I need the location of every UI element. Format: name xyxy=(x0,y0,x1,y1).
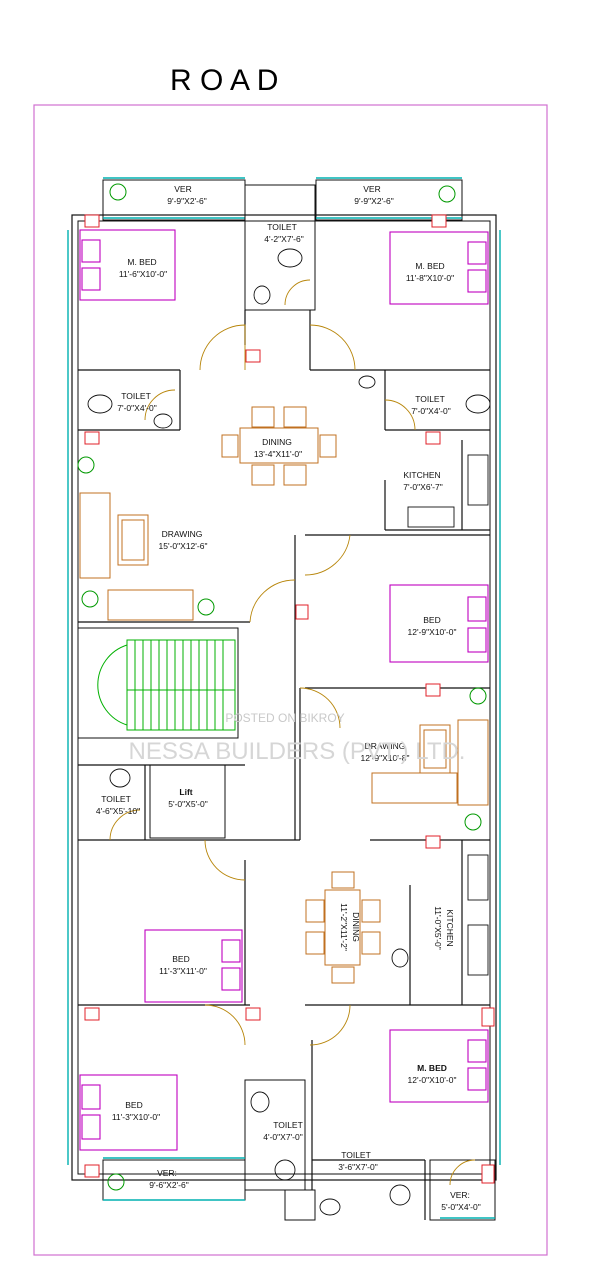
toilet-right-1-name: TOILET xyxy=(415,394,445,404)
drawing-left-size: 15'-0"X12'-6" xyxy=(159,541,208,551)
living-furniture xyxy=(79,492,489,806)
ver-top-left-name: VER xyxy=(174,184,191,194)
top-verandas xyxy=(102,177,463,221)
bed-left-mid-name: BED xyxy=(172,954,189,964)
ver-bottom-right-name: VER: xyxy=(450,1190,470,1200)
kitchen-top-size: 7'-0"X6'-7" xyxy=(403,482,443,492)
lift-name: Lift xyxy=(179,787,192,797)
kitchen-bottom-size: 11'-0"X5'-0" xyxy=(433,906,443,950)
lift-size: 5'-0"X5'-0" xyxy=(168,799,208,809)
bed-right-mid-name: BED xyxy=(423,615,440,625)
mbed-top-right-size: 11'-8"X10'-0" xyxy=(406,273,454,283)
watermark-posted: POSTED ON BIKROY xyxy=(225,711,344,725)
bed-bottom-left-size: 11'-3"X10'-0" xyxy=(112,1112,160,1122)
kitchen-top-name: KITCHEN xyxy=(403,470,440,480)
ver-top-right-name: VER xyxy=(363,184,380,194)
bed-bottom-left-name: BED xyxy=(125,1100,142,1110)
kitchen-bottom-name: KITCHEN xyxy=(445,909,455,946)
toilet-bottom-center-name: TOILET xyxy=(273,1120,303,1130)
toilet-left-2-size: 4'-6"X5'-10" xyxy=(96,806,140,816)
room-labels: VER 9'-9"X2'-6" VER 9'-9"X2'-6" TOILET 4… xyxy=(96,184,481,1212)
toilet-bottom-right-name: TOILET xyxy=(341,1150,371,1160)
watermark-company: NESSA BUILDERS (PVT.) LTD. xyxy=(129,738,466,765)
dining-top-size: 13'-4"X11'-0" xyxy=(254,449,302,459)
dining-top-name: DINING xyxy=(262,437,292,447)
mbed-bottom-right-name: M. BED xyxy=(417,1063,447,1073)
beds xyxy=(79,229,489,1151)
toilet-bottom-center-size: 4'-0"X7'-0" xyxy=(263,1132,303,1142)
drawing-right-size: 12'-9"X10'-8" xyxy=(361,753,410,763)
toilet-left-1-size: 7'-0"X4'-0" xyxy=(117,403,157,413)
ver-bottom-right-size: 5'-0"X4'-0" xyxy=(441,1202,481,1212)
toilet-left-1-name: TOILET xyxy=(121,391,151,401)
plot-boundary xyxy=(33,104,548,1256)
ver-top-left-size: 9'-9"X2'-6" xyxy=(167,196,207,206)
outer-walls xyxy=(67,214,501,1181)
toilet-top-center-name: TOILET xyxy=(267,222,297,232)
bed-right-mid-size: 12'-9"X10'-0" xyxy=(408,627,457,637)
bed-left-mid-size: 11'-3"X11'-0" xyxy=(159,966,207,976)
drawing-left-name: DRAWING xyxy=(162,529,203,539)
dining-bottom-name: DINING xyxy=(351,912,361,942)
door-swings xyxy=(109,279,476,1186)
mbed-top-left-name: M. BED xyxy=(127,257,156,267)
plants xyxy=(77,183,487,1191)
plumbing-fixtures xyxy=(87,248,491,1216)
mbed-top-left-size: 11'-6"X10'-0" xyxy=(119,269,167,279)
toilet-right-1-size: 7'-0"X4'-0" xyxy=(411,406,451,416)
toilet-left-2-name: TOILET xyxy=(101,794,131,804)
interior-walls xyxy=(77,184,496,1221)
road-label: R O A D xyxy=(170,64,278,97)
staircase xyxy=(97,639,236,731)
drawing-right-name: DRAWING xyxy=(365,741,406,751)
toilet-top-center-size: 4'-2"X7'-6" xyxy=(264,234,304,244)
dining-bottom-size: 11'-2"X11'-2" xyxy=(339,903,349,951)
ver-top-right-size: 9'-9"X2'-6" xyxy=(354,196,394,206)
mbed-bottom-right-size: 12'-0"X10'-0" xyxy=(408,1075,457,1085)
ver-bottom-left-size: 9'-6"X2'-6" xyxy=(149,1180,189,1190)
dining-tables xyxy=(221,406,381,984)
ver-bottom-left-name: VER: xyxy=(157,1168,177,1178)
mbed-top-right-name: M. BED xyxy=(415,261,444,271)
toilet-bottom-right-size: 3'-6"X7'-0" xyxy=(338,1162,378,1172)
columns xyxy=(84,214,495,1184)
